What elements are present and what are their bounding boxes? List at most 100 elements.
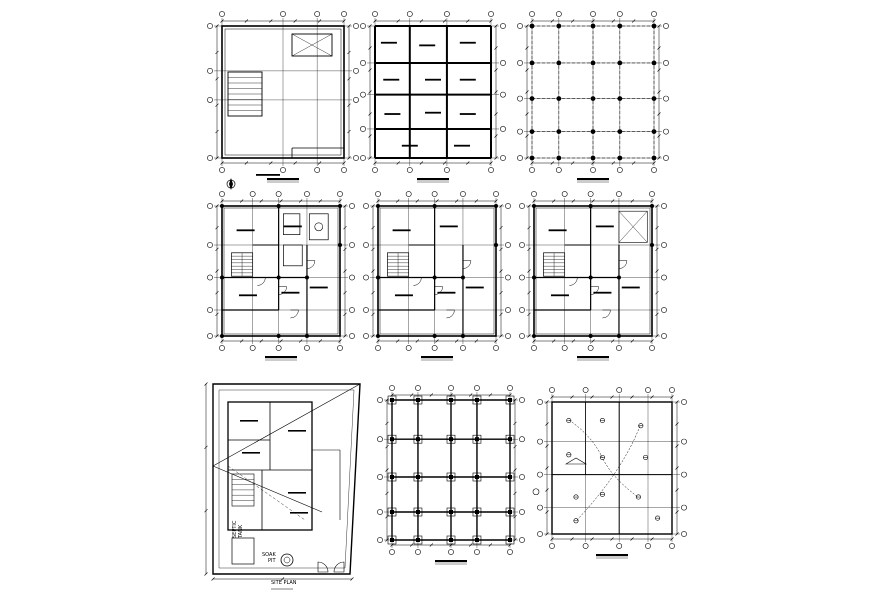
grid-bubble-icon (207, 274, 213, 281)
dimension-tick (499, 312, 503, 317)
dimension-tick (630, 395, 634, 399)
footing-pad (505, 395, 515, 405)
grid-bubble-icon (555, 11, 562, 17)
dimension-tick (215, 204, 219, 208)
column-dot (304, 334, 309, 338)
grid-bubble-icon (349, 242, 355, 248)
footing-pad (413, 472, 423, 482)
dimension-tick (655, 247, 659, 252)
footing-pad (446, 472, 456, 482)
dimension-tick (343, 204, 347, 208)
dimension-tick (545, 532, 549, 536)
grid-bubble-icon (448, 549, 454, 555)
dimension-tick (650, 199, 654, 203)
column-dot (494, 243, 498, 247)
outer-wall (551, 401, 673, 535)
dimension-tick (494, 90, 498, 94)
dimension-tick (611, 161, 616, 165)
door-swing (306, 260, 316, 269)
dimension-tick (318, 339, 323, 343)
dimension-tick (591, 199, 595, 203)
column-section (415, 510, 420, 514)
grid-bubble-icon (415, 549, 421, 555)
dimension-tick (499, 247, 503, 252)
dimension-tick (293, 19, 297, 23)
grid-bubble-icon (519, 274, 525, 281)
footing-pad (387, 535, 397, 545)
grid-bubble-icon (505, 274, 511, 281)
grid-bubble-icon (406, 11, 413, 17)
column-dot (276, 334, 281, 338)
footing-pad (387, 472, 397, 482)
column-dot (617, 96, 623, 101)
door-swing (434, 286, 443, 295)
dimension-tick (429, 543, 434, 547)
column-dot (276, 275, 281, 280)
grid-bubble-icon (645, 387, 651, 393)
dimension-tick (652, 19, 656, 23)
column-dot (616, 275, 621, 280)
dimension-tick (368, 24, 372, 28)
dimension-tick (215, 269, 219, 273)
grid-bubble-icon (529, 11, 535, 17)
column-dot (650, 243, 654, 247)
dimension-tick (347, 103, 351, 107)
column-dot (529, 96, 535, 101)
site-plan: SOAK PIT SEPTIC TANK SITE PLAN (204, 382, 361, 590)
grid-bubble-icon (517, 23, 523, 29)
dimension-tick (551, 199, 556, 203)
grid-bubble-icon (314, 167, 321, 173)
dimension-tick (655, 334, 659, 338)
dimension-tick (293, 161, 297, 165)
dimension-tick (494, 68, 498, 72)
dimension-tick (513, 491, 517, 496)
column-section (449, 398, 453, 402)
terrace-plan (207, 11, 359, 190)
soak-pit-inner (283, 556, 291, 564)
dimension-tick (215, 103, 219, 107)
grid-bubble-icon (488, 167, 494, 173)
dimension-tick (513, 514, 517, 519)
plan-title-bar (265, 356, 297, 359)
septic-tank (231, 537, 255, 565)
dimension-tick (545, 422, 549, 426)
dimension-tick (280, 577, 285, 581)
grid-bubble-icon (353, 67, 359, 74)
grid-bubble-icon (207, 333, 213, 339)
section-marker (564, 457, 588, 465)
footing-pad (413, 434, 423, 444)
wiring-run (576, 425, 641, 521)
dimension-tick (215, 77, 219, 81)
plan-title-bar (435, 560, 467, 563)
dimension-tick (499, 225, 503, 230)
footing-pad (472, 507, 482, 517)
beam-label-bar (401, 144, 418, 147)
dimension-tick (650, 537, 654, 541)
outer-wall (221, 205, 341, 337)
column-dot (304, 275, 309, 280)
column-section (390, 510, 394, 514)
column-dot (460, 334, 465, 338)
grid-bubble-icon (663, 95, 669, 102)
dimension-tick (630, 199, 635, 203)
dimension-tick (347, 156, 351, 160)
beam-label-bar (459, 78, 476, 81)
dimension-tick (494, 156, 498, 160)
grid-bubble-icon (372, 11, 378, 17)
dimension-tick (347, 129, 351, 134)
dimension-tick (466, 161, 470, 165)
dimension-tick (343, 225, 347, 230)
door-swing (413, 277, 422, 286)
grid-bubble-icon (582, 543, 589, 549)
dimension-tick (338, 199, 342, 203)
grid-bubble-icon (349, 333, 355, 339)
column-dot (651, 96, 657, 101)
dimension-tick (591, 339, 595, 343)
grid-bubble-icon (531, 345, 537, 351)
column-dot (588, 204, 593, 208)
dimension-tick (655, 225, 659, 230)
column-dot (590, 60, 596, 66)
terrace-cross (618, 211, 648, 243)
grid-bubble-icon (363, 333, 369, 339)
dimension-tick (670, 395, 674, 399)
